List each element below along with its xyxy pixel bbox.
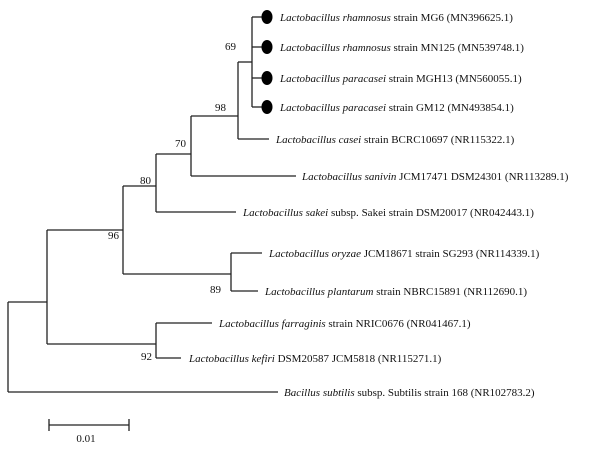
bootstrap-value-70: 70 (175, 138, 187, 150)
bootstrap-values: 69 98 70 80 89 96 92 (108, 41, 237, 363)
taxon-labels: Lactobacillus rhamnosus strain MG6 (MN39… (188, 12, 569, 399)
tree-branches (7, 16, 296, 393)
taxon-label-sakei: Lactobacillus sakei subsp. Sakei strain … (242, 207, 534, 219)
scale-bar: 0.01 (48, 419, 130, 445)
scale-bar-label: 0.01 (76, 433, 95, 445)
marker-mn125 (261, 40, 273, 54)
taxon-label-gm12: Lactobacillus paracasei strain GM12 (MN4… (279, 102, 514, 114)
bootstrap-value-69: 69 (225, 41, 237, 53)
taxon-label-sanivin: Lactobacillus sanivin JCM17471 DSM24301 … (301, 171, 569, 183)
marker-mg6 (261, 10, 273, 24)
taxon-label-mn125: Lactobacillus rhamnosus strain MN125 (MN… (279, 42, 524, 54)
taxon-label-farraginis: Lactobacillus farraginis strain NRIC0676… (218, 318, 471, 330)
taxon-label-casei: Lactobacillus casei strain BCRC10697 (NR… (275, 134, 515, 146)
bootstrap-value-89: 89 (210, 284, 222, 296)
marker-mgh13 (261, 71, 273, 85)
marker-gm12 (261, 100, 273, 114)
bootstrap-value-92: 92 (141, 351, 152, 363)
bootstrap-value-98: 98 (215, 102, 227, 114)
taxon-label-kefiri: Lactobacillus kefiri DSM20587 JCM5818 (N… (188, 353, 442, 365)
bootstrap-value-96: 96 (108, 230, 120, 242)
bootstrap-value-80: 80 (140, 175, 152, 187)
taxon-label-oryzae: Lactobacillus oryzae JCM18671 strain SG2… (268, 248, 540, 260)
taxon-label-mg6: Lactobacillus rhamnosus strain MG6 (MN39… (279, 12, 513, 24)
taxon-label-mgh13: Lactobacillus paracasei strain MGH13 (MN… (279, 73, 522, 85)
isolate-markers (261, 10, 273, 114)
taxon-label-plantarum: Lactobacillus plantarum strain NBRC15891… (264, 286, 527, 298)
taxon-label-subtilis: Bacillus subtilis subsp. Subtilis strain… (284, 387, 535, 399)
